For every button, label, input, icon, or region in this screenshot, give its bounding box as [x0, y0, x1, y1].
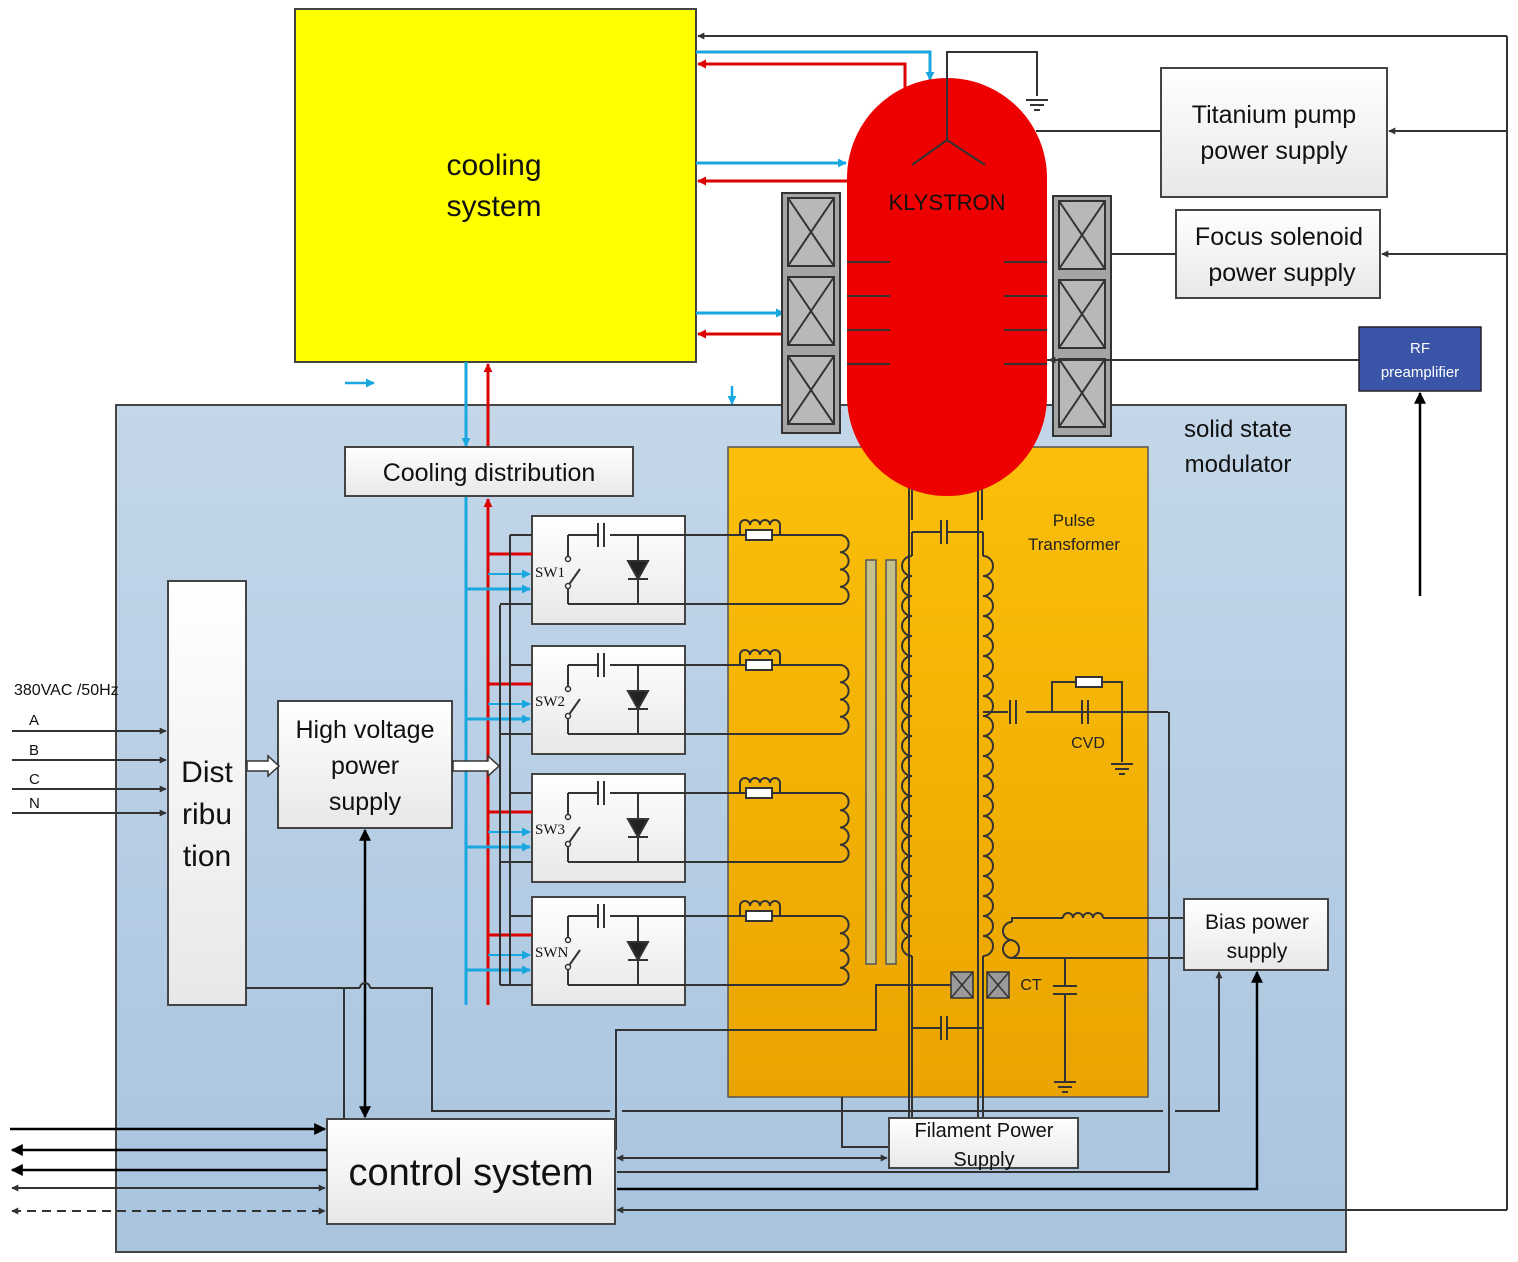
- control-system-label: control system: [349, 1152, 594, 1194]
- rf-preamplifier-label-2: preamplifier: [1381, 364, 1459, 381]
- switch-circuit-4: [466, 900, 850, 986]
- switch-label-3: SW3: [535, 822, 565, 838]
- switch-label-2: SW2: [535, 694, 565, 710]
- control-system-box: [326, 1118, 616, 1225]
- rf-preamplifier-label-1: RF: [1410, 340, 1430, 357]
- cooling-system-label-2: system: [446, 190, 541, 223]
- phase-lines: [12, 727, 167, 817]
- cooling-system-box: [294, 8, 697, 363]
- hv-supply-box: [277, 700, 453, 829]
- titanium-pump-label-2: power supply: [1200, 137, 1348, 165]
- bias-supply-label-1: Bias power: [1205, 911, 1309, 934]
- wiring: [10, 32, 1508, 1215]
- filament-supply-label-1: Filament Power: [915, 1120, 1054, 1142]
- distribution-label-3: tion: [183, 840, 231, 873]
- focus-solenoid-box: [1175, 209, 1381, 299]
- klystron-body: [847, 78, 1047, 496]
- focus-solenoid: [781, 192, 1112, 437]
- switch-cell-3: SW3: [531, 773, 686, 883]
- rf-preamplifier-box: [1358, 326, 1482, 392]
- cooling-distribution-box: [344, 446, 634, 497]
- switch-circuit-2: [466, 649, 850, 735]
- switch-label-1: SW1: [535, 565, 565, 581]
- cvd-label: CVD: [1071, 735, 1105, 752]
- phase-label-a: A: [29, 712, 39, 729]
- pulse-transformer-label-1: Pulse: [1053, 511, 1096, 530]
- phase-label-c: C: [29, 771, 40, 788]
- ac-input-label: 380VAC /50Hz: [14, 682, 119, 699]
- switch-cell-n: SWN: [531, 896, 686, 1006]
- pulse-transformer-panel: [727, 446, 1149, 1098]
- cooling-distribution-label: Cooling distribution: [383, 459, 596, 487]
- filament-supply-label-2: Supply: [953, 1149, 1014, 1171]
- hv-supply-label-1: High voltage: [296, 716, 435, 744]
- titanium-pump-label-1: Titanium pump: [1192, 101, 1356, 129]
- cooling-system-label-1: cooling: [446, 149, 541, 182]
- switch-internals: [466, 519, 850, 986]
- switch-cell-1: SW1: [531, 515, 686, 625]
- pulse-transformer-internals: [615, 374, 1184, 1150]
- pulse-transformer-label-2: Transformer: [1028, 535, 1120, 554]
- distribution-label-2: ribu: [182, 798, 232, 831]
- modulator-label-2: modulator: [1185, 451, 1292, 478]
- switch-label-n: SWN: [535, 945, 569, 961]
- hv-supply-label-3: supply: [329, 788, 402, 816]
- power-arrows: [246, 754, 501, 778]
- distribution-label-1: Dist: [181, 756, 233, 789]
- modulator-label-1: solid state: [1184, 416, 1292, 443]
- focus-solenoid-label-2: power supply: [1208, 259, 1356, 287]
- distribution-box: [167, 580, 247, 1006]
- switch-circuit-1: [466, 519, 850, 605]
- phase-label-n: N: [29, 795, 40, 812]
- bias-supply-label-2: supply: [1227, 940, 1288, 963]
- hv-supply-label-2: power: [331, 752, 399, 780]
- filament-supply-box: [888, 1117, 1079, 1169]
- switch-cell-2: SW2: [531, 645, 686, 755]
- bias-supply-box: [1183, 898, 1329, 971]
- cooling-pipes: [345, 50, 935, 1005]
- focus-solenoid-label-1: Focus solenoid: [1195, 223, 1363, 251]
- titanium-pump-box: [1160, 67, 1388, 198]
- ct-label: CT: [1020, 977, 1042, 994]
- switch-circuit-3: [466, 777, 850, 863]
- phase-label-b: B: [29, 742, 39, 759]
- klystron-label: KLYSTRON: [889, 190, 1006, 215]
